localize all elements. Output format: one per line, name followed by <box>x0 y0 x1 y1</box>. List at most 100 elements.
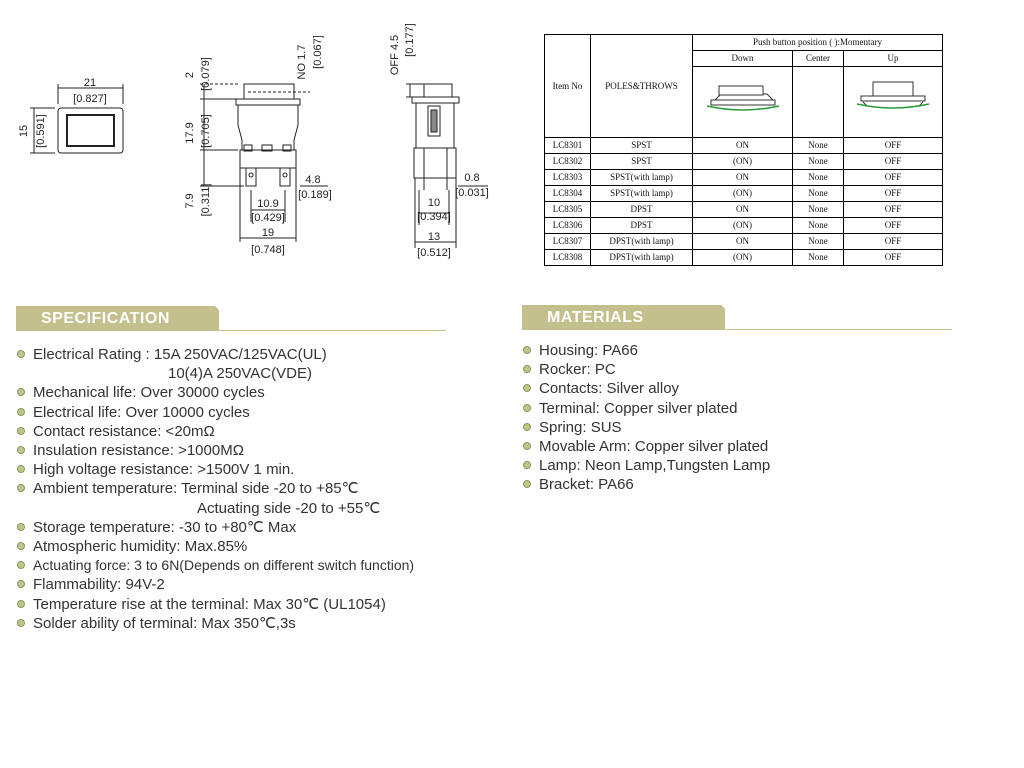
cell-poles: DPST(with lamp) <box>590 233 693 250</box>
center-illustration <box>792 66 844 138</box>
material-item: Spring: SUS <box>522 418 770 437</box>
dim-end-d2: 0.8 <box>464 172 479 184</box>
dim-front-height-in: [0.591] <box>35 114 47 148</box>
dim-side-d3: 7.9 <box>184 193 196 208</box>
cell-center: None <box>792 249 844 266</box>
cell-center: None <box>792 153 844 170</box>
dim-end-d1: OFF 4.5 <box>389 35 401 75</box>
cell-item: LC8302 <box>544 153 591 170</box>
bullet-icon <box>523 480 531 489</box>
cell-down: (ON) <box>692 249 793 266</box>
materials-header: MATERIALS <box>522 305 952 330</box>
dim-side-d3-in: [0.311] <box>200 184 212 217</box>
cell-poles: SPST <box>590 153 693 170</box>
dim-side-d2-in: [0.705] <box>200 114 212 148</box>
down-illustration <box>692 66 793 138</box>
bullet-icon <box>523 346 531 354</box>
cell-item: LC8308 <box>544 249 591 266</box>
cell-down: (ON) <box>692 185 793 202</box>
spec-item: Insulation resistance: >1000MΩ <box>16 441 414 460</box>
cell-center: None <box>792 201 844 218</box>
bullet-icon <box>17 522 25 531</box>
dim-end-d4: 13 <box>428 231 440 243</box>
bullet-icon <box>17 618 25 627</box>
end-view <box>406 83 488 248</box>
cell-down: (ON) <box>692 217 793 234</box>
bullet-icon <box>17 580 25 589</box>
front-view <box>30 84 124 154</box>
cell-down: ON <box>692 169 793 186</box>
spec-item: High voltage resistance: >1500V 1 min. <box>16 460 414 479</box>
cell-item: LC8307 <box>544 233 591 250</box>
specification-title: SPECIFICATION <box>16 306 219 330</box>
cell-poles: DPST <box>590 201 693 218</box>
material-item: Housing: PA66 <box>522 341 770 360</box>
material-item: Contacts: Silver alloy <box>522 379 770 398</box>
bullet-icon <box>17 542 25 551</box>
dim-side-d6-in: [0.429] <box>251 212 285 224</box>
dim-side-d1-in: [0.079] <box>200 57 212 91</box>
dim-side-d1: 2 <box>184 72 196 78</box>
cell-center: None <box>792 185 844 202</box>
spec-item-continued: Actuating side -20 to +55℃ <box>197 499 381 517</box>
bullet-icon <box>17 599 25 608</box>
dim-end-d3-in: [0.394] <box>417 211 451 223</box>
dim-front-width: 21 <box>84 77 96 89</box>
dim-front-height: 15 <box>18 125 30 137</box>
cell-up: OFF <box>843 249 943 266</box>
dim-side-d5: 4.8 <box>305 174 320 186</box>
specification-list: Electrical Rating : 15A 250VAC/125VAC(UL… <box>16 345 414 633</box>
spec-item: Contact resistance: <20mΩ <box>16 422 414 441</box>
cell-poles: SPST <box>590 137 693 154</box>
cell-poles: SPST(with lamp) <box>590 169 693 186</box>
cell-up: OFF <box>843 217 943 234</box>
cell-down: ON <box>692 201 793 218</box>
col-item-header: Item No <box>544 34 591 138</box>
technical-drawings: 21 [0.827] 15 [0.591] 2 [0.079] 17.9 [0.… <box>18 23 489 259</box>
cell-poles: SPST(with lamp) <box>590 185 693 202</box>
col-up-header: Up <box>843 50 943 67</box>
spec-item: Atmospheric humidity: Max.85% <box>16 537 414 556</box>
cell-item: LC8305 <box>544 201 591 218</box>
dim-end-d4-in: [0.512] <box>417 247 451 259</box>
col-center-header: Center <box>792 50 844 67</box>
spec-item: Storage temperature: -30 to +80℃ Max <box>16 518 414 537</box>
dim-side-d6: 10.9 <box>257 198 278 210</box>
bullet-icon <box>17 350 25 358</box>
cell-poles: DPST <box>590 217 693 234</box>
cell-up: OFF <box>843 137 943 154</box>
cell-up: OFF <box>843 233 943 250</box>
cell-up: OFF <box>843 169 943 186</box>
cell-center: None <box>792 217 844 234</box>
col-poles-header: POLES&THROWS <box>590 34 693 138</box>
bullet-icon <box>523 422 531 431</box>
cell-down: (ON) <box>692 153 793 170</box>
bullet-icon <box>17 388 25 397</box>
spec-item: Solder ability of terminal: Max 350℃,3s <box>16 614 414 633</box>
material-item: Movable Arm: Copper silver plated <box>522 437 770 456</box>
spec-item: Temperature rise at the terminal: Max 30… <box>16 595 414 614</box>
material-item: Rocker: PC <box>522 360 770 379</box>
bullet-icon <box>523 461 531 470</box>
side-view <box>200 83 328 242</box>
cell-up: OFF <box>843 201 943 218</box>
bullet-icon <box>523 365 531 374</box>
material-item: Terminal: Copper silver plated <box>522 399 770 418</box>
dim-end-d3: 10 <box>428 197 440 209</box>
bullet-icon <box>523 442 531 451</box>
dim-end-d1-in: [0.177] <box>404 23 416 57</box>
up-illustration <box>843 66 943 138</box>
spec-item: Actuating force: 3 to 6N(Depends on diff… <box>16 556 414 575</box>
spec-item: Electrical Rating : 15A 250VAC/125VAC(UL… <box>16 345 414 364</box>
spec-item: Flammability: 94V-2 <box>16 575 414 594</box>
dim-side-d4: NO 1.7 <box>296 45 308 80</box>
switch-table: Item No POLES&THROWS Push button positio… <box>544 34 943 266</box>
spec-item-continued: 10(4)A 250VAC(VDE) <box>168 365 312 383</box>
cell-item: LC8301 <box>544 137 591 154</box>
